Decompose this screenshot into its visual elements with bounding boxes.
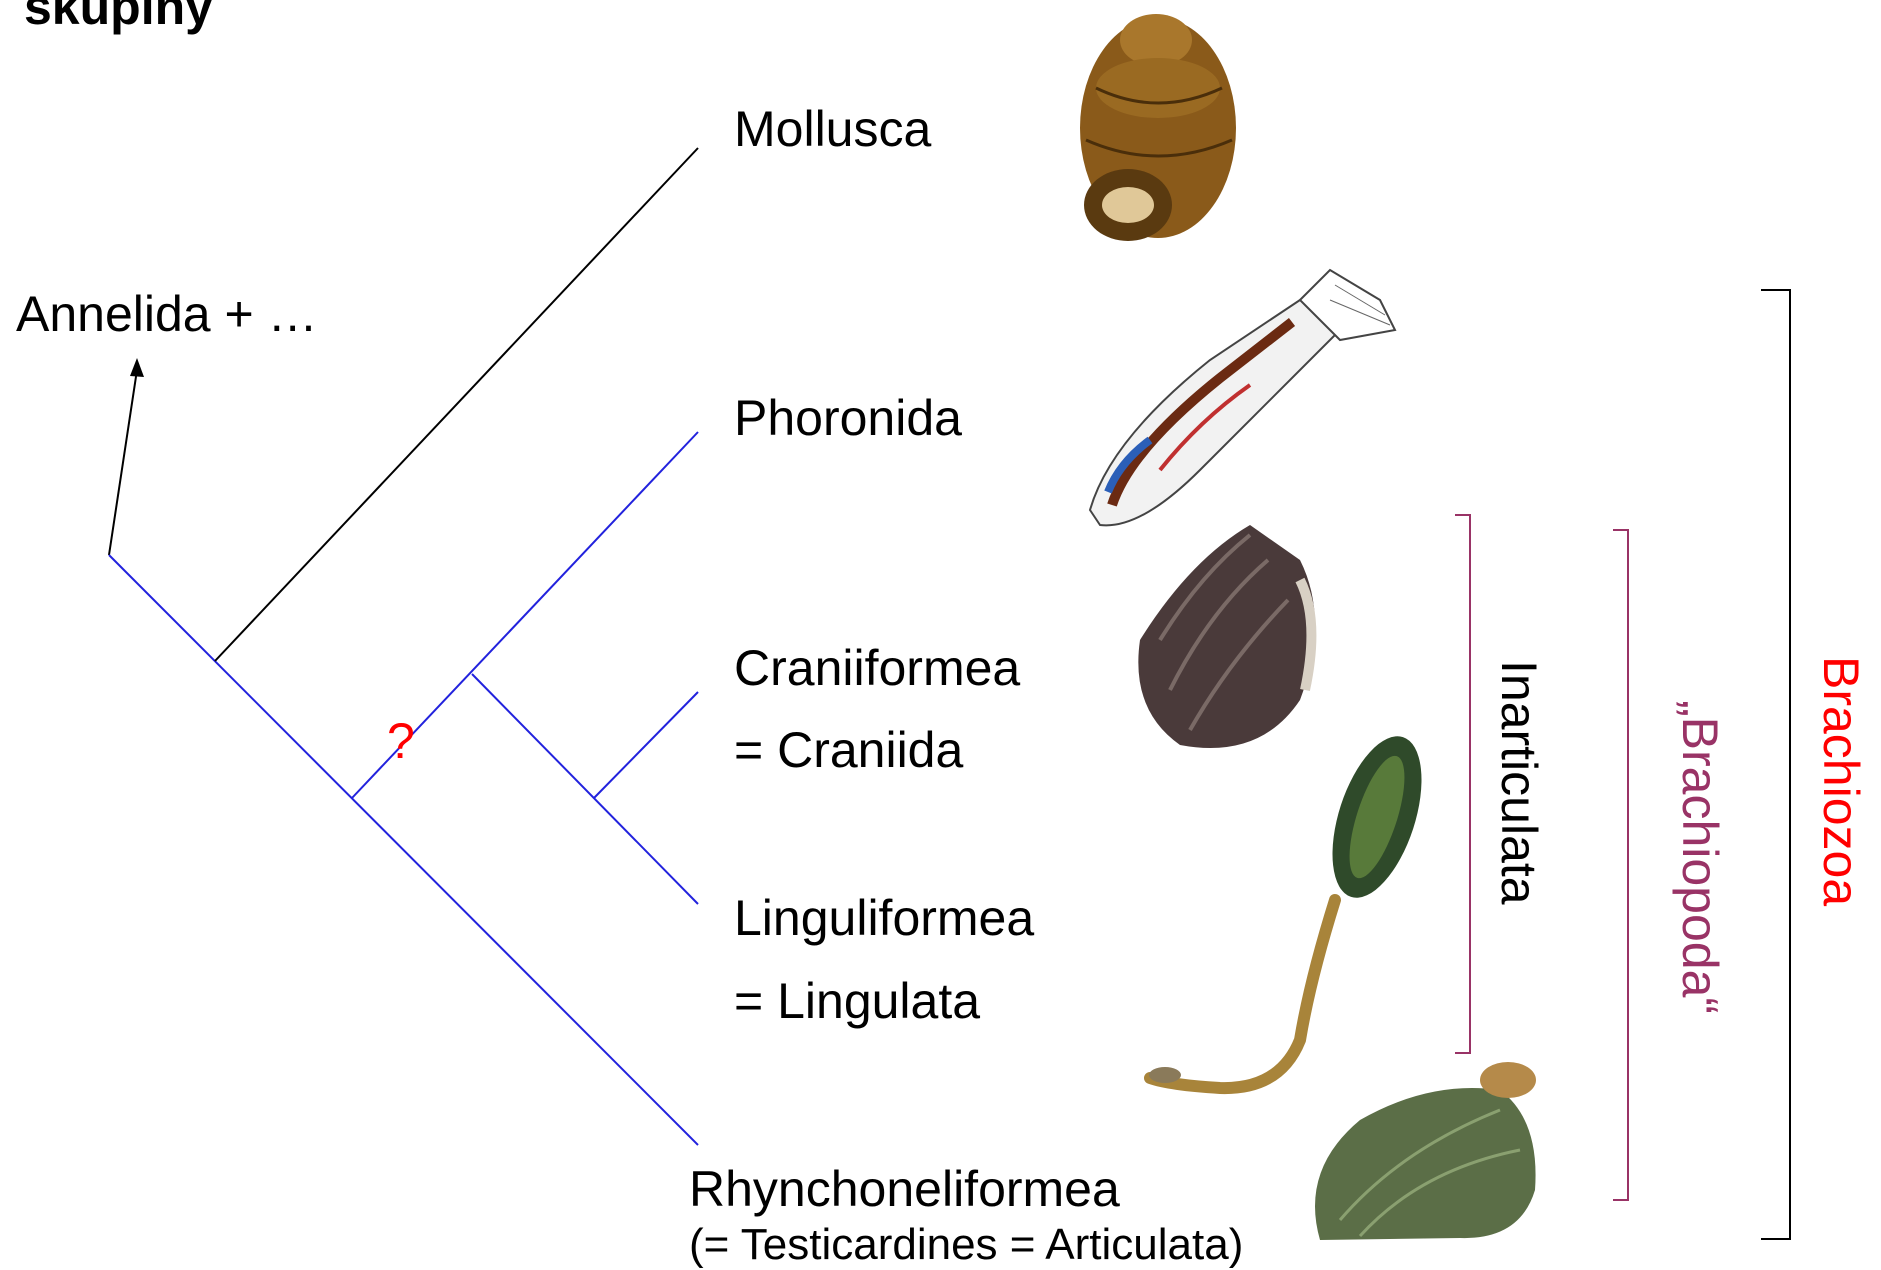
taxon-craniiformea: Craniiformea [734, 639, 1020, 697]
taxon-phoronida: Phoronida [734, 389, 962, 447]
rhynchonellid-shell-icon [1315, 1062, 1536, 1240]
group-brachiopoda: „Brachiopoda“ [1671, 700, 1729, 1014]
outgroup-label: Annelida + … [16, 285, 318, 343]
mollusca-branch [215, 148, 698, 661]
crania-shell-icon [1138, 525, 1315, 748]
taxon-rhynchoneliformea-synonyms: (= Testicardines = Articulata) [689, 1220, 1243, 1270]
phoronid-drawing-icon [1090, 270, 1395, 525]
linguliformea-branch [472, 674, 698, 904]
outgroup-arrowhead-icon [130, 358, 144, 377]
group-inarticulata: Inarticulata [1490, 660, 1548, 905]
brachiopoda-bracket [1613, 530, 1628, 1200]
inarticulata-bracket [1455, 515, 1470, 1053]
spine-branch [109, 555, 698, 1145]
outgroup-branch [109, 370, 137, 555]
taxon-lingulata: = Lingulata [734, 972, 980, 1030]
craniiformea-branch [594, 692, 698, 798]
snail-shell-icon [1080, 14, 1236, 241]
brachiozoa-bracket [1761, 290, 1790, 1239]
uncertain-mark: ? [387, 712, 415, 770]
taxon-rhynchoneliformea: Rhynchoneliformea [689, 1160, 1120, 1218]
group-brachiozoa: Brachiozoa [1812, 656, 1870, 906]
taxon-craniida: = Craniida [734, 721, 963, 779]
lingula-icon [1149, 725, 1439, 1088]
taxon-mollusca: Mollusca [734, 100, 931, 158]
taxon-linguliformea: Linguliformea [734, 889, 1034, 947]
